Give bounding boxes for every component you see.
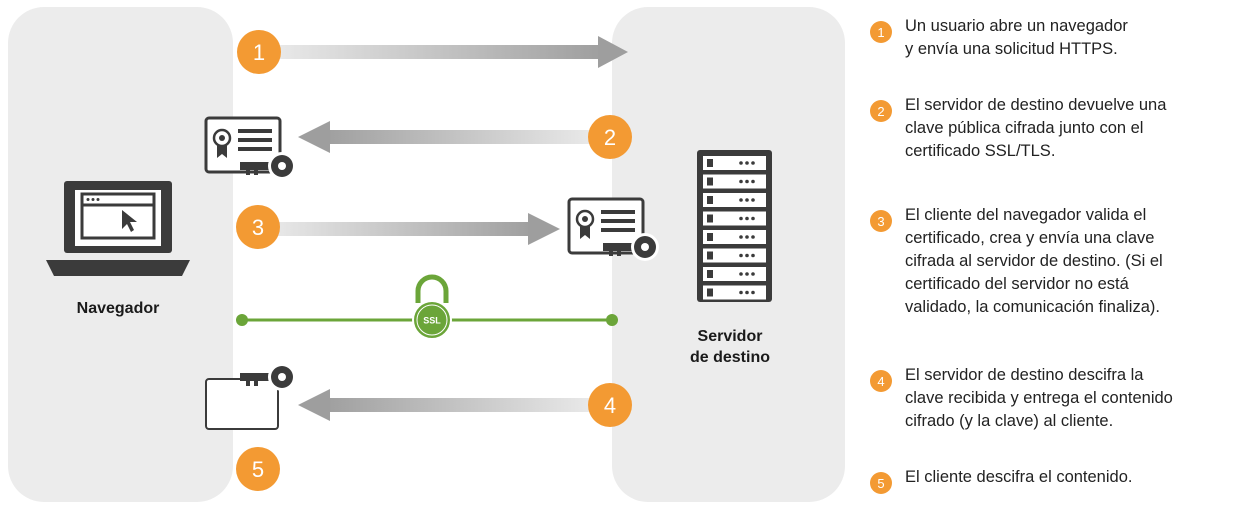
step-badge-4: 4: [588, 383, 632, 427]
legend-step-5: 5 El cliente descifra el contenido.: [870, 466, 1132, 494]
legend-text-1: Un usuario abre un navegador y envía una…: [905, 17, 1128, 58]
legend-step-2: 2 El servidor de destino devuelve una cl…: [870, 94, 1166, 163]
arrow-step-4: [298, 389, 602, 421]
legend-badge-5: 5: [870, 472, 892, 494]
legend-text-2: El servidor de destino devuelve una clav…: [905, 96, 1167, 160]
legend-step-1: 1 Un usuario abre un navegador y envía u…: [870, 15, 1128, 61]
browser-label: Navegador: [77, 300, 160, 317]
legend-text-5: El cliente descifra el contenido.: [905, 468, 1133, 486]
legend-badge-3: 3: [870, 210, 892, 232]
server-unit: [703, 285, 766, 300]
legend-badge-2: 2: [870, 100, 892, 122]
https-flow-diagram: SSL Navegador Servidor de destino: [8, 7, 845, 502]
browser-panel: [8, 7, 233, 502]
svg-text:4: 4: [604, 393, 616, 418]
server-unit: [703, 174, 766, 189]
ssl-label: SSL: [423, 316, 441, 326]
legend-step-4: 4 El servidor de destino descifra la cla…: [870, 364, 1173, 433]
step-badge-1: 1: [237, 30, 281, 74]
legend-badge-1: 1: [870, 21, 892, 43]
certificate-icon: [567, 197, 645, 255]
step-badge-5: 5: [236, 447, 280, 491]
server-label-line2: de destino: [690, 349, 770, 366]
key-icon: [603, 233, 659, 261]
legend-text-3: El cliente del navegador valida el certi…: [905, 206, 1163, 316]
encrypted-content-box: [205, 378, 279, 430]
server-unit: [703, 193, 766, 207]
legend-text-4: El servidor de destino descifra la clave…: [905, 366, 1173, 430]
server-label-line1: Servidor: [698, 328, 763, 345]
arrow-step-3: [260, 213, 560, 245]
server-unit: [703, 211, 766, 226]
legend-badge-4: 4: [870, 370, 892, 392]
svg-text:5: 5: [252, 457, 264, 482]
legend-step-3: 3 El cliente del navegador valida el cer…: [870, 204, 1163, 319]
svg-text:1: 1: [253, 40, 265, 65]
svg-text:2: 2: [604, 125, 616, 150]
svg-text:3: 3: [252, 215, 264, 240]
key-icon: [240, 363, 296, 391]
server-unit: [703, 248, 766, 263]
arrow-step-2: [298, 121, 602, 153]
server-unit: [703, 156, 766, 170]
arrow-step-1: [262, 36, 628, 68]
laptop-icon: [46, 181, 190, 276]
step-badge-3: 3: [236, 205, 280, 249]
server-unit: [703, 230, 766, 244]
step-badge-2: 2: [588, 115, 632, 159]
ssl-lock-icon: SSL: [412, 274, 452, 340]
certificate-icon: [204, 116, 282, 174]
server-unit: [703, 267, 766, 281]
key-icon: [240, 152, 296, 180]
